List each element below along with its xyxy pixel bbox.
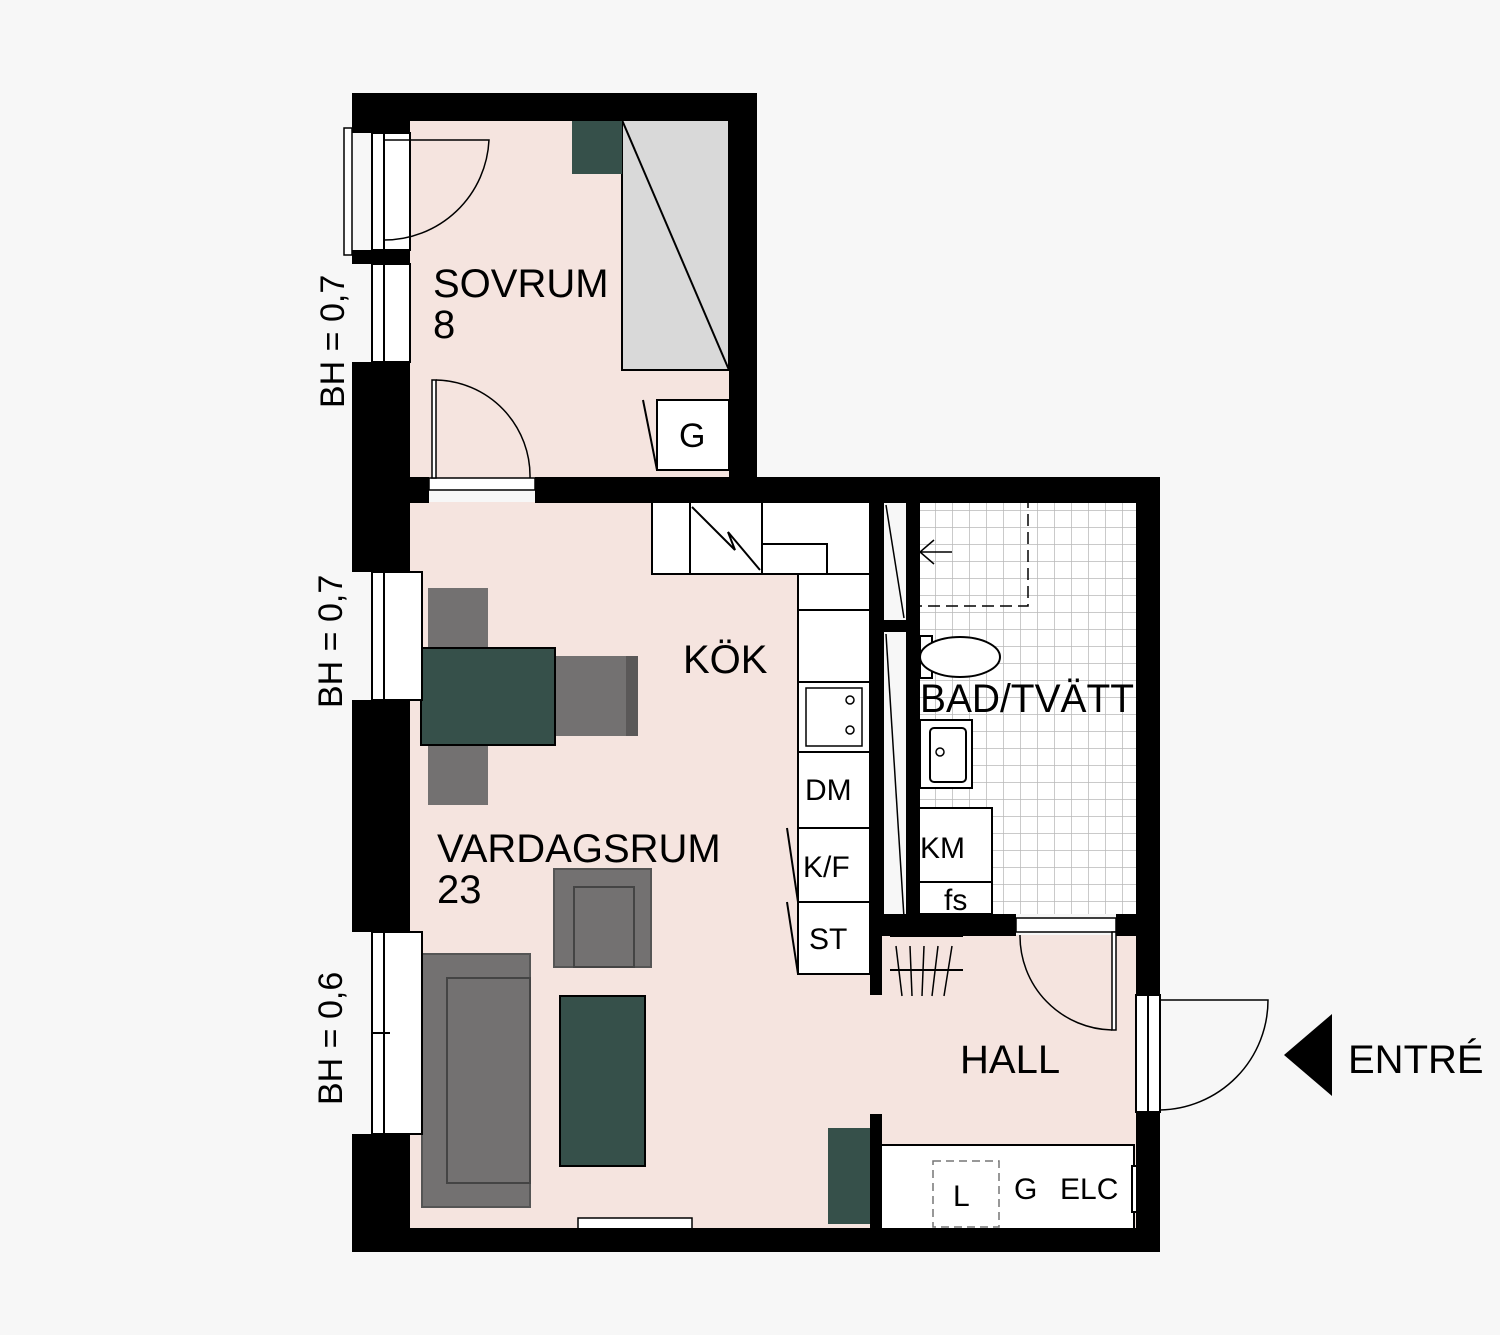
counter bbox=[797, 573, 871, 683]
stove-burner bbox=[845, 695, 855, 705]
wall-bottom bbox=[352, 1228, 1160, 1252]
sovrum-furniture bbox=[572, 119, 730, 471]
sink-drain bbox=[935, 747, 945, 757]
entrance-arrow-icon bbox=[1284, 1014, 1332, 1096]
chair-right-back bbox=[626, 656, 638, 736]
stove-inner bbox=[805, 687, 863, 747]
living-furniture bbox=[421, 868, 872, 1230]
stove bbox=[797, 681, 871, 753]
hall-label: HALL bbox=[960, 1038, 1060, 1082]
wall-left-1 bbox=[352, 93, 410, 133]
wall-top-sovrum bbox=[352, 93, 757, 121]
entrance-label: ENTRÉ bbox=[1348, 1037, 1484, 1082]
sill-height-sovrum: BH = 0,7 bbox=[314, 275, 352, 408]
sill-height-labels: BH = 0,7 BH = 0,7 BH = 0,6 bbox=[312, 275, 352, 1105]
kitchen-fixtures bbox=[651, 501, 871, 975]
wall-top-right bbox=[729, 477, 1160, 503]
chimney-zigzag bbox=[691, 506, 761, 571]
hall-closet bbox=[878, 1144, 1135, 1230]
walls bbox=[352, 93, 1160, 1252]
wall-hall-left bbox=[870, 935, 882, 995]
wall-bath-bottom-right bbox=[1116, 914, 1160, 936]
wall-hall-divider bbox=[870, 1114, 882, 1252]
toilet-bowl bbox=[919, 636, 1001, 678]
vardagsrum-label: VARDAGSRUM bbox=[437, 827, 721, 871]
wall-sovrum-bottom bbox=[535, 477, 735, 503]
linne-label: L bbox=[953, 1180, 970, 1213]
wall-right-upper bbox=[1136, 477, 1160, 995]
stove-burner bbox=[845, 725, 855, 735]
sovrum-area: 8 bbox=[433, 303, 455, 347]
wall-sovrum-stub bbox=[409, 477, 429, 503]
shaft-diagonal-2 bbox=[885, 633, 905, 919]
counter-upper bbox=[761, 501, 871, 575]
linen-cabinet bbox=[932, 1160, 1000, 1228]
wall-right-lower bbox=[1136, 1112, 1160, 1252]
garderob-hall-label: G bbox=[1014, 1173, 1037, 1206]
garderob-sovrum-label: G bbox=[679, 417, 705, 455]
doors bbox=[428, 379, 1269, 1113]
dining-table bbox=[420, 647, 556, 746]
wall-left-2 bbox=[352, 250, 410, 264]
shaft-line bbox=[870, 620, 920, 632]
armchair-seat bbox=[573, 886, 635, 968]
wardrobe-sovrum bbox=[656, 399, 730, 471]
door-entre[interactable] bbox=[1135, 994, 1269, 1113]
room-labels: SOVRUM 8 KÖK VARDAGSRUM 23 BAD/TVÄTT HAL… bbox=[433, 262, 1134, 1082]
sovrum-label: SOVRUM bbox=[433, 262, 609, 306]
window-vardagsrum bbox=[371, 931, 423, 1135]
dining-furniture bbox=[420, 588, 638, 805]
door-bad bbox=[1015, 917, 1117, 1031]
chair-top bbox=[428, 588, 488, 648]
elc-label: ELC bbox=[1060, 1173, 1118, 1206]
fridge-freezer bbox=[797, 827, 871, 903]
wall-bath-left-b bbox=[906, 502, 920, 922]
radiator bbox=[577, 1217, 693, 1230]
window-kok bbox=[371, 571, 423, 701]
sill-height-vardagsrum: BH = 0,6 bbox=[312, 972, 350, 1105]
kok-label: KÖK bbox=[683, 638, 768, 682]
door-sovrum bbox=[428, 379, 536, 491]
window-sovrum-2 bbox=[371, 263, 411, 363]
broom-door-line bbox=[786, 901, 799, 975]
bad-label: BAD/TVÄTT bbox=[920, 677, 1134, 721]
wall-left-4 bbox=[352, 700, 410, 932]
tv-cabinet bbox=[828, 1128, 872, 1224]
bed-diagonal bbox=[621, 119, 730, 371]
coffee-table bbox=[559, 995, 646, 1167]
window-sovrum-1 bbox=[343, 127, 411, 256]
washing-machine bbox=[913, 807, 993, 883]
chair-right bbox=[555, 656, 638, 736]
wall-bath-bottom bbox=[870, 914, 1016, 936]
km-label: KM bbox=[920, 832, 965, 865]
shaft-diagonal bbox=[885, 504, 905, 619]
kf-label: K/F bbox=[803, 851, 850, 884]
nightstand bbox=[572, 120, 622, 174]
sofa-seat bbox=[446, 977, 531, 1184]
wall-left-3 bbox=[352, 362, 410, 572]
broom-closet bbox=[797, 901, 871, 975]
fridge-door-line bbox=[786, 827, 799, 903]
vardagsrum-area: 23 bbox=[437, 868, 482, 912]
chimney bbox=[689, 501, 763, 575]
fs-label: fs bbox=[944, 884, 967, 917]
st-label: ST bbox=[809, 923, 847, 956]
chair-bottom bbox=[428, 745, 488, 805]
wall-right-sovrum bbox=[729, 93, 757, 478]
wall-bath-left-a bbox=[870, 502, 884, 922]
dishwasher bbox=[797, 751, 871, 829]
sink-bowl bbox=[929, 727, 967, 783]
wardrobe-sovrum-door-line bbox=[642, 399, 658, 471]
window-swing-arc bbox=[383, 139, 490, 241]
sill-height-kok: BH = 0,7 bbox=[312, 575, 350, 708]
fixture-labels: G DM K/F ST KM fs L G ELC bbox=[679, 417, 1118, 1213]
windows bbox=[343, 127, 490, 1135]
dm-label: DM bbox=[805, 774, 852, 807]
